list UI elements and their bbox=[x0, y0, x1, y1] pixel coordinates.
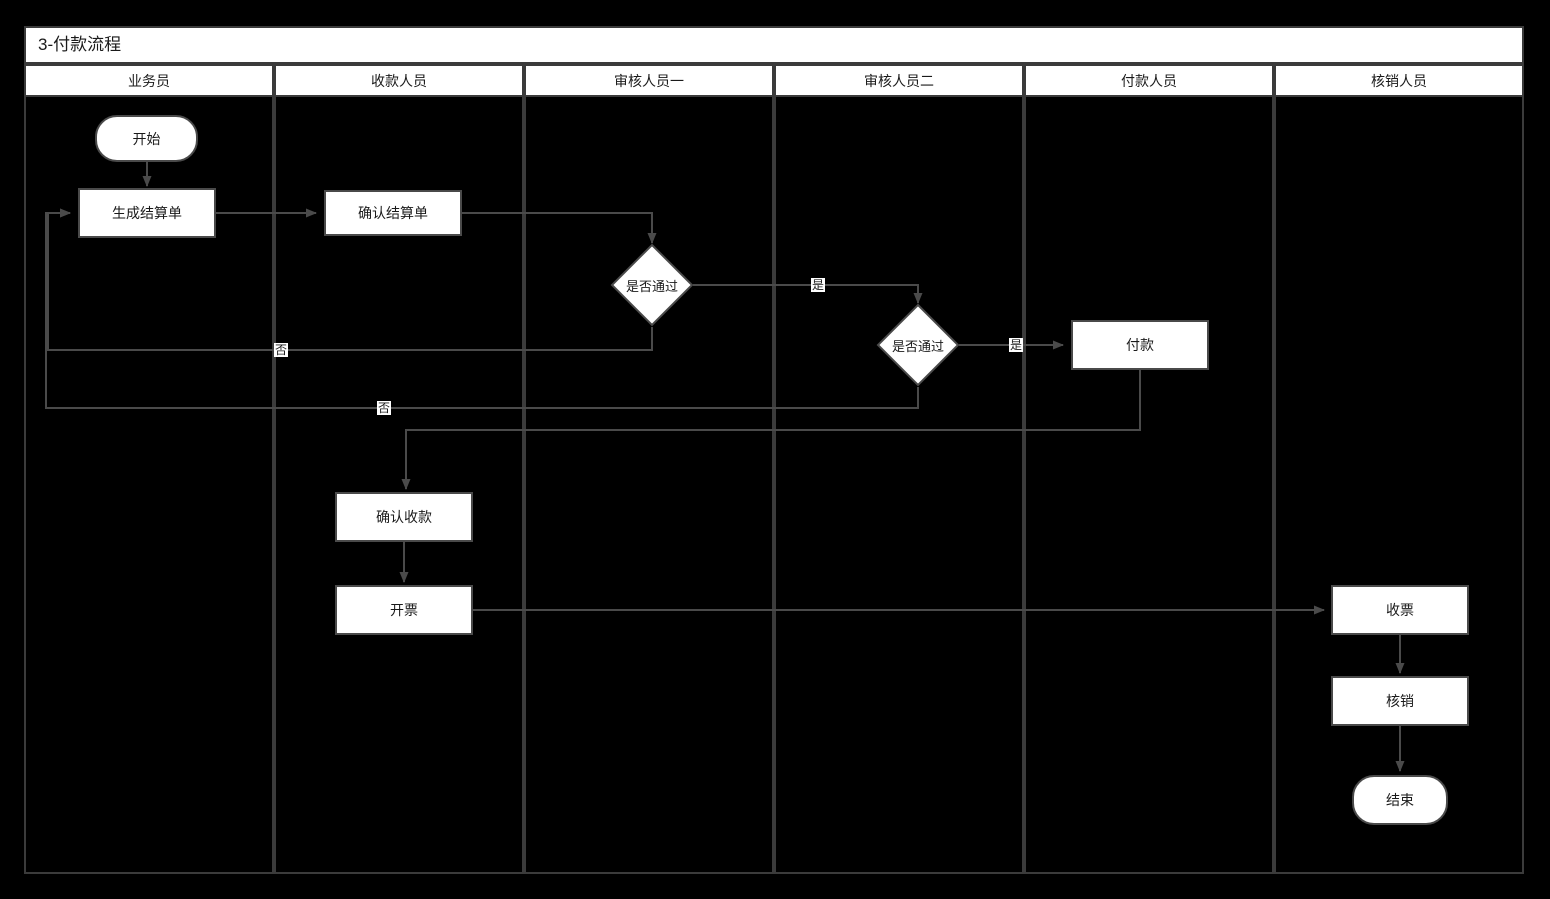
node-review-2-label: 是否通过 bbox=[891, 338, 944, 354]
node-receive-invoice[interactable]: 收票 bbox=[1331, 585, 1469, 635]
node-review-1[interactable]: 是否通过 bbox=[610, 243, 694, 327]
node-end[interactable]: 结束 bbox=[1352, 775, 1448, 825]
node-review-1-label: 是否通过 bbox=[625, 278, 678, 294]
node-review-2[interactable]: 是否通过 bbox=[876, 303, 960, 387]
node-confirm-settlement-label: 确认结算单 bbox=[358, 205, 428, 221]
edge-label-yes-1: 是 bbox=[810, 278, 826, 292]
node-invoice-label: 开票 bbox=[390, 602, 418, 618]
node-receive-invoice-label: 收票 bbox=[1386, 602, 1414, 618]
lane-header-reviewer-1: 审核人员一 bbox=[524, 64, 774, 97]
edge-label-no-1: 否 bbox=[273, 343, 289, 357]
node-end-label: 结束 bbox=[1386, 792, 1414, 808]
lane-header-reviewer-2: 审核人员二 bbox=[774, 64, 1024, 97]
node-writeoff-label: 核销 bbox=[1386, 693, 1414, 709]
diamond-shape-1 bbox=[610, 243, 694, 327]
lane-header-payer: 付款人员 bbox=[1024, 64, 1274, 97]
node-start[interactable]: 开始 bbox=[95, 115, 198, 162]
node-invoice[interactable]: 开票 bbox=[335, 585, 473, 635]
lane-header-writeoff: 核销人员 bbox=[1274, 64, 1524, 97]
diagram-title: 3-付款流程 bbox=[24, 26, 1524, 64]
node-payment-label: 付款 bbox=[1126, 337, 1154, 353]
lane-body-reviewer-1 bbox=[524, 97, 774, 874]
lane-body-salesperson bbox=[24, 97, 274, 874]
lane-body-writeoff bbox=[1274, 97, 1524, 874]
lane-body-payer bbox=[1024, 97, 1274, 874]
lane-header-salesperson: 业务员 bbox=[24, 64, 274, 97]
lane-body-reviewer-2 bbox=[774, 97, 1024, 874]
lane-header-row: 业务员 收款人员 审核人员一 审核人员二 付款人员 核销人员 bbox=[24, 64, 1524, 97]
edge-label-no-2: 否 bbox=[376, 401, 392, 415]
node-payment[interactable]: 付款 bbox=[1071, 320, 1209, 370]
edge-label-yes-2: 是 bbox=[1008, 338, 1024, 352]
node-confirm-receipt[interactable]: 确认收款 bbox=[335, 492, 473, 542]
node-confirm-receipt-label: 确认收款 bbox=[376, 509, 432, 525]
node-start-label: 开始 bbox=[132, 130, 161, 147]
node-create-settlement-label: 生成结算单 bbox=[112, 205, 182, 221]
lane-body-row bbox=[24, 97, 1524, 874]
node-create-settlement[interactable]: 生成结算单 bbox=[78, 188, 216, 238]
diamond-shape-2 bbox=[876, 303, 960, 387]
node-confirm-settlement[interactable]: 确认结算单 bbox=[324, 190, 462, 236]
node-writeoff[interactable]: 核销 bbox=[1331, 676, 1469, 726]
lane-header-collector: 收款人员 bbox=[274, 64, 524, 97]
